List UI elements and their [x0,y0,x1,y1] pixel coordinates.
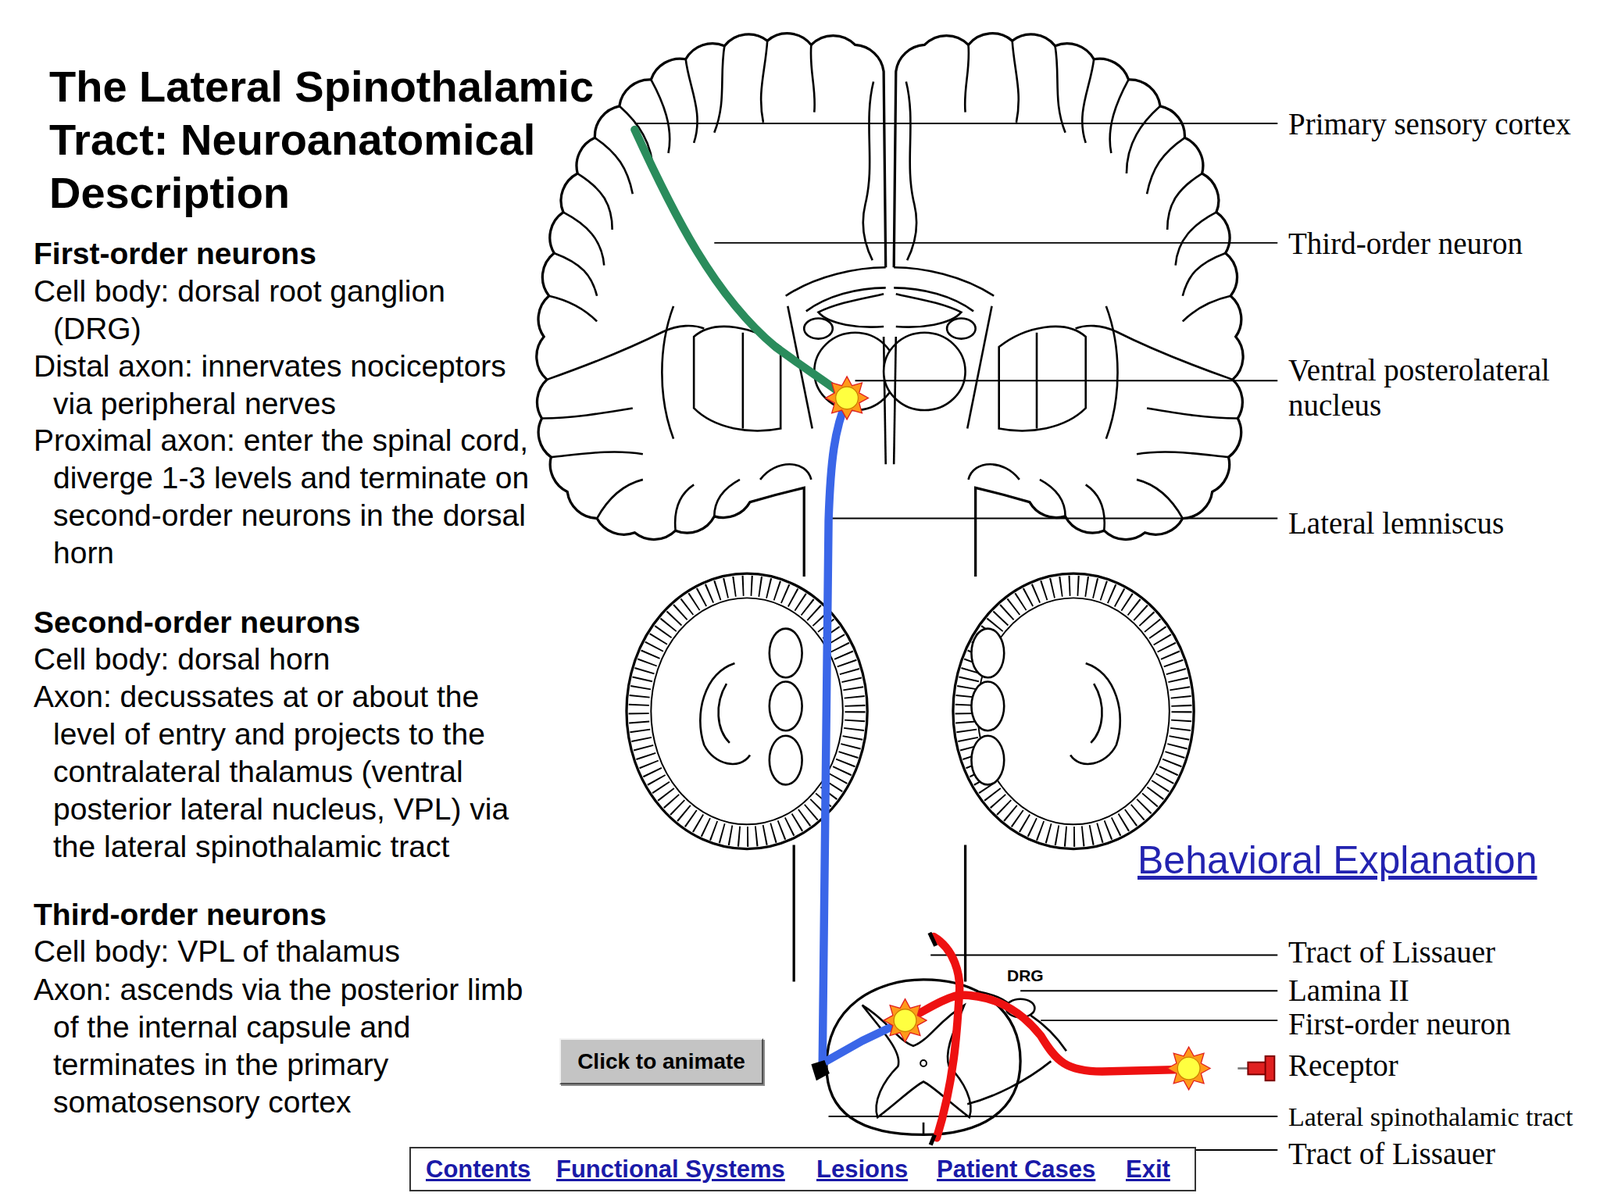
description-text: Proximal axon: enter the spinal cord, di… [33,421,538,572]
nav-link: Lesions [816,1155,908,1184]
structure-label: Lateral lemniscus [1288,505,1504,541]
olive-oval [971,735,1004,786]
right-hemisphere [883,33,1243,577]
neuron-symbol [1167,1046,1211,1090]
section-heading: Third-order neurons [33,896,327,934]
olive-oval [769,681,803,731]
third-order-axon [634,129,847,399]
structure-label: Tract of Lissauer [1288,934,1496,970]
cerebellum-inner [650,597,843,825]
structure-label: Ventral posterolateral nucleus [1288,352,1586,423]
tract-tip [929,932,936,1146]
structure-label: Lateral spinothalamic tract [1288,1101,1573,1133]
button-label: Click to animate [577,1049,746,1075]
left-hemisphere [536,33,897,577]
nav-link: Contents [425,1155,531,1184]
title-heading: The Lateral Spinothalamic Tract: Neuroan… [49,60,628,220]
navigation-bar: Contents Functional Systems Lesions Patient… [409,1146,1197,1192]
structure-label: Tract of Lissauer [1288,1135,1496,1172]
tract-spot [810,1060,830,1081]
dentate-nucleus [1070,663,1121,765]
pin-body [1247,1062,1267,1075]
leader-line [828,1115,1279,1118]
cerebellum-outline [953,573,1194,850]
section-heading: Second-order neurons [33,603,361,642]
animate-button: Click to animate [559,1038,764,1085]
section-heading: First-order neurons [33,235,317,273]
neuron-symbol [825,376,869,420]
neuron-symbol [883,999,927,1043]
cerebellar-folia [965,585,1183,837]
description-text: Cell body: dorsal horn [33,640,538,679]
hyperlink: Behavioral Explanation [1137,836,1537,884]
description-text: Cell body: VPL of thalamus [33,932,538,971]
olive-oval [971,628,1004,679]
leader-line [855,379,1279,382]
nav-link: Patient Cases [936,1155,1096,1184]
first-order-axon [905,936,1190,1138]
structure-label: DRG [1007,966,1044,986]
description-text: Distal axon: innervates nociceptors via … [33,347,538,423]
structure-label: Primary sensory cortex [1288,106,1572,142]
structure-label: Third-order neuron [1288,225,1523,261]
olive-group [769,628,1004,786]
olive-oval [769,735,803,786]
leader-line [1040,1019,1278,1022]
structure-label: Lamina II [1288,972,1410,1008]
description-text: Axon: ascends via the posterior limb of … [33,971,538,1122]
cerebellum-inner [977,597,1170,825]
structure-label: Receptor [1288,1047,1399,1083]
description-text: Axon: decussates at or about the level o… [33,678,538,866]
leader-line [634,122,1278,125]
nav-link: Functional Systems [556,1155,786,1184]
leader-line [829,517,1278,520]
pin-head [1265,1056,1275,1081]
leader-line [1020,989,1278,992]
second-order-axon [822,400,906,1064]
leader-line [930,954,1278,957]
leader-lines [634,123,1278,1150]
dentate-nucleus [700,663,750,765]
description-text: Cell body: dorsal root ganglion (DRG) [33,272,538,348]
structure-label: First-order neuron [1288,1006,1511,1042]
olive-oval [971,681,1004,731]
leader-line [714,242,1278,244]
nav-link: Exit [1125,1155,1171,1184]
central-canal [920,1060,927,1067]
median-fissure [922,1122,925,1136]
olive-oval [769,628,803,679]
